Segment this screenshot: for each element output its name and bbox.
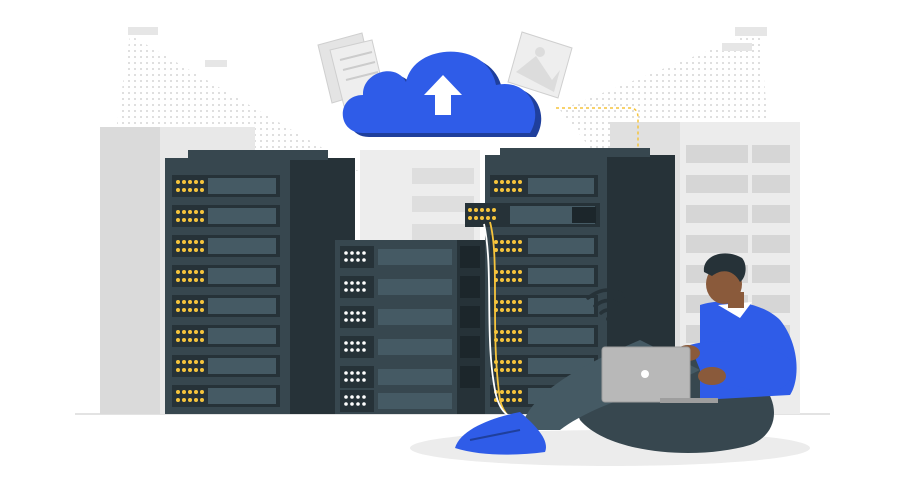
rack-center-units	[340, 246, 480, 412]
cloud-upload-icon	[342, 51, 542, 137]
rack-right-pulled-unit	[465, 203, 600, 227]
rack-center-leds	[344, 251, 366, 406]
laptop	[601, 346, 718, 403]
server-rack-center	[335, 240, 485, 414]
rack-right-units	[490, 175, 598, 407]
server-rack-left	[165, 150, 355, 414]
rack-left-leds	[176, 180, 204, 402]
decorative-bars	[128, 27, 767, 67]
cloud-connector-line	[556, 107, 639, 160]
wifi-icon	[586, 288, 630, 321]
photo-icon	[507, 31, 573, 99]
laptop-logo-icon	[641, 370, 649, 378]
upload-arrow-icon	[424, 75, 462, 115]
rack-left-units	[172, 175, 280, 407]
